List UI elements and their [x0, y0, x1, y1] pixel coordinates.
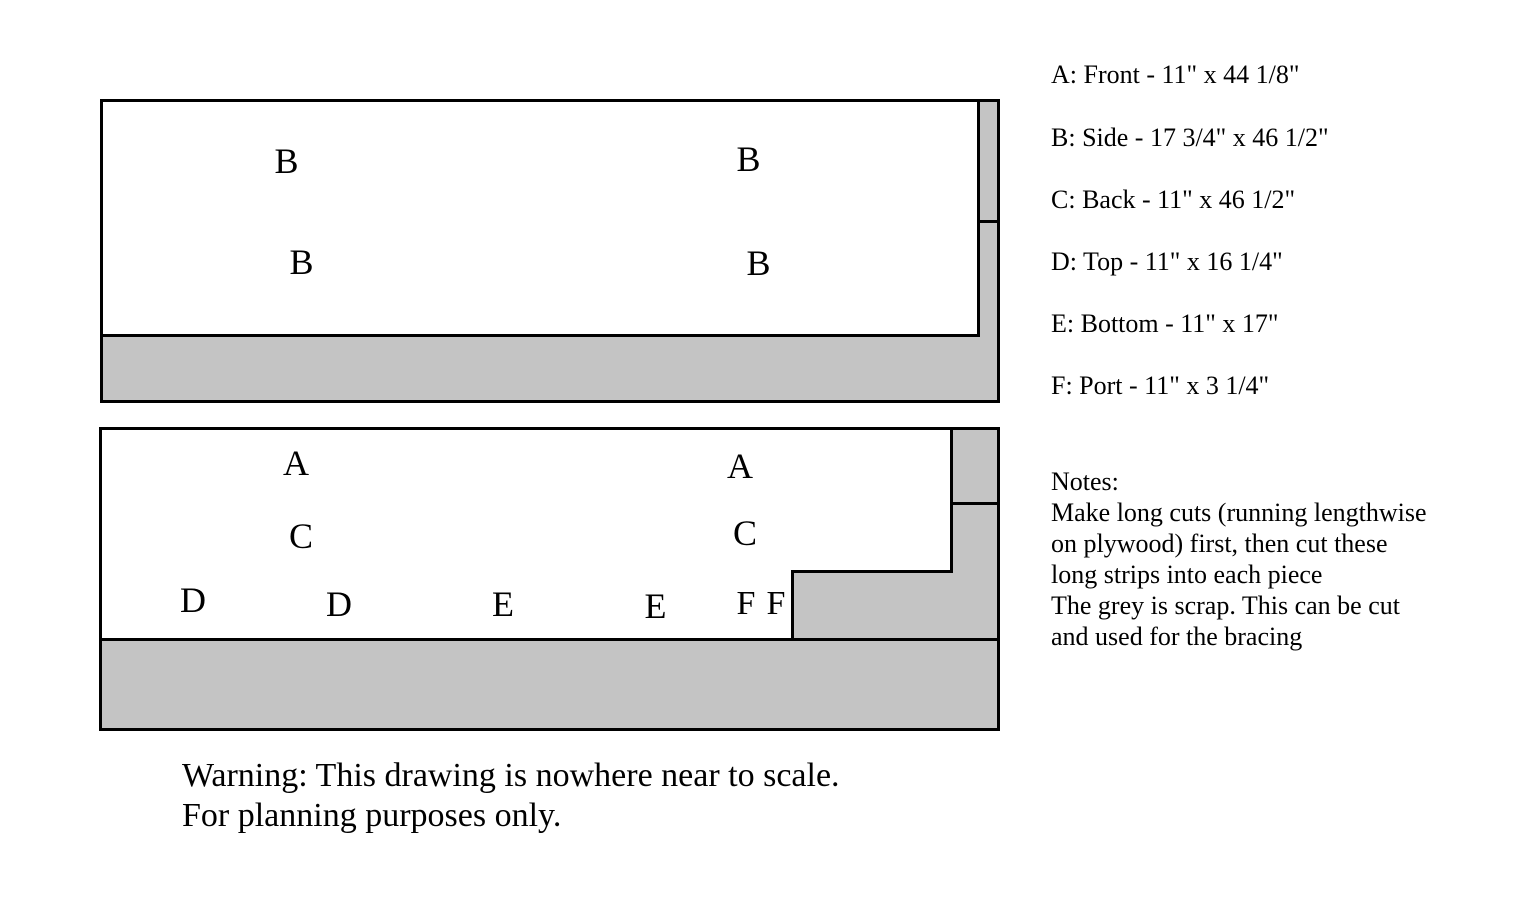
legend-item-a: A: Front - 11" x 44 1/8" [1051, 60, 1300, 89]
warning-line-2: For planning purposes only. [182, 797, 562, 834]
piece-d-1: D [102, 570, 275, 641]
piece-b-3: B [103, 220, 533, 337]
piece-label: B [736, 139, 761, 179]
piece-b-2: B [530, 102, 980, 223]
plywood-sheet-2: A A C C D D E E F F [99, 427, 1000, 731]
piece-label: E [644, 586, 667, 626]
notes-line: long strips into each piece [1051, 560, 1323, 589]
piece-a-1: A [102, 430, 513, 505]
piece-label: E [492, 584, 514, 624]
piece-b-4: B [530, 220, 980, 337]
piece-label: B [746, 243, 771, 283]
piece-label: B [289, 242, 314, 282]
piece-label: D [180, 580, 206, 620]
legend-item-c: C: Back - 11" x 46 1/2" [1051, 185, 1296, 214]
piece-label: C [732, 513, 757, 553]
piece-label: C [288, 516, 313, 556]
piece-label: A [727, 446, 753, 486]
piece-f-1: F [731, 570, 764, 641]
piece-c-2: C [510, 502, 953, 573]
piece-a-2: A [510, 430, 953, 505]
piece-label: B [274, 141, 299, 181]
cut-line [950, 502, 1000, 505]
piece-c-1: C [102, 502, 513, 573]
cut-line [791, 638, 1000, 641]
piece-label: D [326, 584, 352, 624]
piece-label: F [766, 585, 786, 622]
plywood-sheet-1: B B B B [100, 99, 1000, 403]
notes-line: on plywood) first, then cut these [1051, 529, 1388, 558]
piece-b-1: B [103, 102, 533, 223]
notes-line: and used for the bracing [1051, 622, 1303, 651]
legend-item-e: E: Bottom - 11" x 17" [1051, 309, 1279, 338]
warning-line-1: Warning: This drawing is nowhere near to… [182, 757, 840, 794]
piece-d-2: D [272, 570, 429, 641]
legend-item-d: D: Top - 11" x 16 1/4" [1051, 247, 1283, 276]
legend-item-b: B: Side - 17 3/4" x 46 1/2" [1051, 123, 1329, 152]
cut-line [977, 220, 1000, 223]
notes-line: Make long cuts (running lengthwise [1051, 498, 1427, 527]
scale-warning: Warning: This drawing is nowhere near to… [182, 756, 840, 836]
notes-heading: Notes: [1051, 467, 1119, 496]
notes: Notes: Make long cuts (running lengthwis… [1051, 466, 1511, 652]
piece-label: F [736, 585, 756, 622]
piece-label: A [283, 443, 309, 483]
piece-e-1: E [426, 570, 583, 641]
legend-item-f: F: Port - 11" x 3 1/4" [1051, 371, 1270, 400]
notes-line: The grey is scrap. This can be cut [1051, 591, 1400, 620]
piece-e-2: E [580, 570, 734, 641]
piece-f-2: F [761, 570, 794, 641]
